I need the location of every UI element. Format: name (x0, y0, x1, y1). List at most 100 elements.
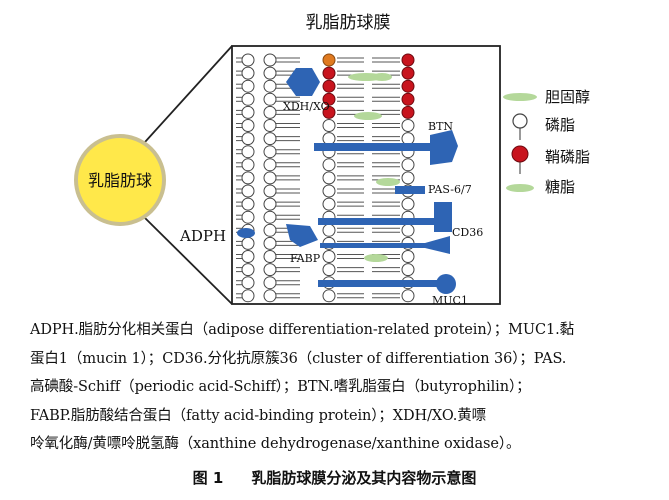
fabp-protein (286, 224, 318, 247)
phospholipid-head (263, 105, 277, 119)
legend-label-glycolipid: 糖脂 (545, 178, 575, 196)
adph-protein (237, 228, 255, 238)
legend-label-sphingomyelin: 鞘磷脂 (545, 148, 590, 166)
phospholipid-head (241, 276, 255, 290)
fabp-label: FABP (290, 252, 321, 265)
lipid-head (401, 79, 415, 93)
phospholipid-head (263, 66, 277, 80)
cholesterol-molecules (348, 73, 400, 262)
lipid-head (401, 132, 415, 146)
lipid-head (401, 66, 415, 80)
lipid-head (322, 158, 336, 172)
lipid-head (322, 92, 336, 106)
phospholipid-head (241, 210, 255, 224)
phospholipid-head (241, 119, 255, 132)
phospholipid-head (263, 184, 277, 198)
phospholipid-head (241, 236, 255, 250)
lipid-head (322, 223, 336, 237)
membrane-title: 乳脂肪球膜 (306, 13, 391, 33)
phospholipid-head (263, 250, 277, 263)
phospholipid-head (241, 158, 255, 172)
muc1-rod (318, 280, 438, 287)
sphingomyelin-icon (511, 145, 529, 163)
phospholipid-head (263, 119, 277, 132)
legend-label-phospholipid: 磷脂 (545, 116, 575, 134)
lipid-head (401, 197, 415, 211)
membrane-frame (231, 45, 501, 305)
cholesterol-molecule (372, 73, 392, 81)
caption-line: 高碘酸-Schiff（periodic acid-Schiff）；BTN.嗜乳脂… (30, 379, 531, 395)
phospholipid-head (241, 132, 255, 146)
glycolipid-icon (506, 184, 534, 192)
phospholipid-head (241, 145, 255, 159)
lipid-head (401, 158, 415, 172)
cholesterol-molecule (364, 254, 388, 262)
lipid-head (401, 171, 415, 185)
cholesterol-icon (503, 93, 537, 101)
caption-line: ADPH.脂肪分化相关蛋白（adipose differentiation-re… (30, 322, 575, 338)
phospholipid-icon (512, 113, 528, 129)
cholesterol-molecule (376, 178, 400, 186)
lipid-head (322, 171, 336, 185)
cd36-protein (434, 202, 452, 232)
lipid-head (322, 289, 336, 303)
lipid-head (322, 79, 336, 93)
lipid-head (322, 263, 336, 277)
lipid-head (401, 92, 415, 106)
phospholipid-head (263, 210, 277, 224)
lipid-head (322, 119, 336, 132)
lipid-head (401, 263, 415, 277)
phospholipid-head (241, 92, 255, 106)
phospholipid-head (263, 197, 277, 211)
xdh-protein (286, 68, 320, 96)
phospholipid-head (263, 263, 277, 277)
cd36-lower-arrow (320, 236, 450, 254)
phospholipid-head (241, 79, 255, 93)
caption-line: 蛋白1（mucin 1）；CD36.分化抗原簇36（cluster of dif… (30, 350, 567, 367)
cholesterol-molecule (354, 112, 382, 120)
pas-label: PAS-6/7 (428, 183, 472, 196)
lipid-head (401, 223, 415, 237)
cd36-rod-upper (318, 218, 436, 225)
xdh-label: XDH/XO (283, 100, 330, 113)
zoom-line-bottom (144, 217, 233, 305)
phospholipid-head (241, 250, 255, 263)
phospholipid-head (241, 289, 255, 303)
caption-line: FABP.脂肪酸结合蛋白（fatty acid-binding protein）… (30, 407, 487, 424)
lipid-head (322, 66, 336, 80)
phospholipid-head (263, 145, 277, 159)
phospholipid-head (241, 197, 255, 211)
lipid-head (401, 289, 415, 303)
phospholipid-head (263, 132, 277, 146)
phospholipid-head (241, 171, 255, 185)
phospholipid-head (263, 236, 277, 250)
lipid-head (322, 132, 336, 146)
phospholipid-head (263, 158, 277, 172)
figure-caption: ADPH.脂肪分化相关蛋白（adipose differentiation-re… (30, 316, 640, 459)
phospholipid-head (263, 53, 277, 67)
phospholipid-head (263, 289, 277, 303)
lipid-head (401, 105, 415, 119)
milk-fat-globule (74, 134, 166, 226)
lipid-head (322, 53, 336, 67)
figure-title-text: 乳脂肪球膜分泌及其内容物示意图 (251, 469, 477, 487)
pas-protein (395, 186, 425, 194)
legend: 胆固醇 磷脂 鞘磷脂 糖脂 (503, 88, 590, 196)
phospholipid-head (263, 171, 277, 185)
phospholipid-head (241, 53, 255, 67)
lipid-heads (241, 53, 415, 303)
muc1-protein (436, 274, 456, 294)
globule-label: 乳脂肪球 (88, 171, 152, 190)
phospholipid-head (263, 276, 277, 290)
btn-protein (430, 130, 458, 165)
mfgm-diagram: 乳脂肪球膜 乳脂肪球 ADPH XDH/XO BTN PAS-6/7 CD36 (74, 13, 590, 307)
lipid-head (401, 53, 415, 67)
zoom-line-top (144, 45, 233, 143)
lipid-head (322, 250, 336, 263)
adph-label: ADPH (179, 227, 226, 245)
legend-label-cholesterol: 胆固醇 (545, 88, 590, 106)
lipid-head (322, 105, 336, 119)
lipid-head (322, 197, 336, 211)
